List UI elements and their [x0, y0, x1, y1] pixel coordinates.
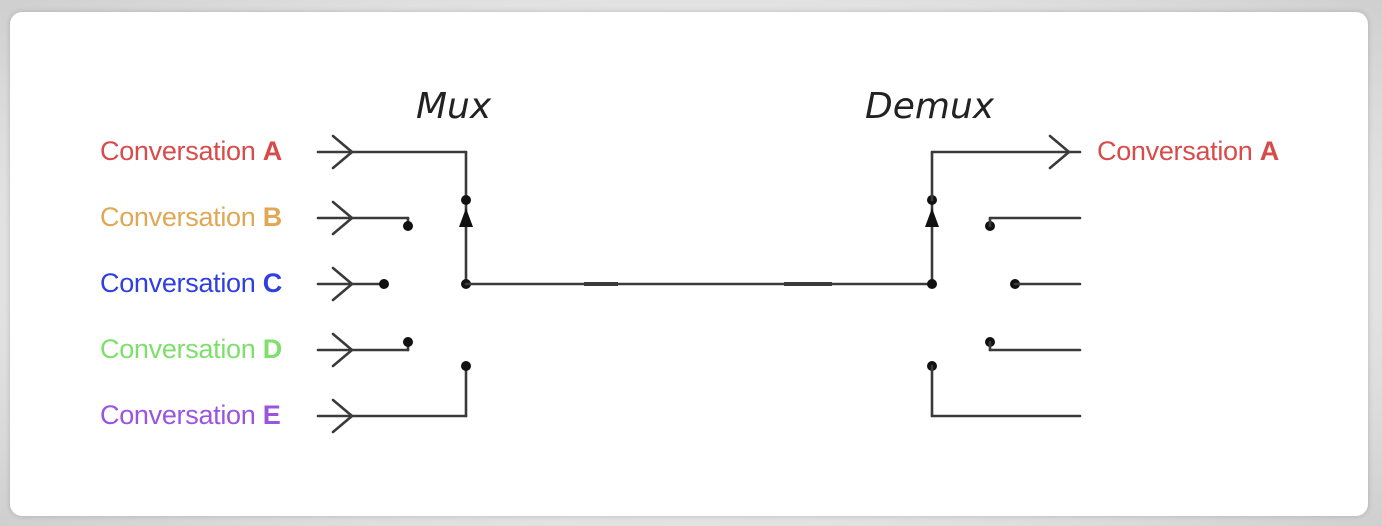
demux-title: Demux	[865, 86, 995, 127]
mux-contact-e	[461, 361, 471, 371]
mux-contact-d	[403, 337, 413, 347]
input-label-d: Conversation D	[100, 334, 282, 364]
mux-contact-a	[461, 195, 471, 205]
input-label-b-letter: B	[263, 202, 282, 232]
output-wires	[930, 134, 1082, 418]
input-label-a-letter: A	[263, 136, 282, 166]
input-label-c: Conversation C	[100, 268, 282, 298]
input-label-c-text: Conversation	[100, 268, 263, 298]
input-label-b-text: Conversation	[100, 202, 263, 232]
input-label-d-letter: D	[263, 334, 282, 364]
mux-contact-b	[403, 221, 413, 231]
input-label-a: Conversation A	[100, 136, 282, 166]
output-label-a-letter: A	[1260, 136, 1279, 166]
output-label-a: Conversation A	[1097, 136, 1279, 166]
diagram-card	[10, 12, 1368, 516]
mux-title: Mux	[416, 86, 492, 127]
output-arrow-a	[1048, 134, 1072, 170]
input-label-e-letter: E	[263, 400, 281, 430]
input-label-a-text: Conversation	[100, 136, 263, 166]
input-label-e: Conversation E	[100, 400, 280, 430]
input-label-c-letter: C	[263, 268, 282, 298]
demux-switch-arrow	[925, 208, 939, 227]
input-label-d-text: Conversation	[100, 334, 263, 364]
demux-switch	[925, 195, 1020, 371]
mux-contact-c	[379, 279, 389, 289]
input-label-e-text: Conversation	[100, 400, 263, 430]
demux-pivot	[927, 279, 937, 289]
output-label-a-text: Conversation	[1097, 136, 1260, 166]
input-label-b: Conversation B	[100, 202, 282, 232]
mux-switch-arrow	[459, 208, 473, 227]
input-wires	[316, 150, 468, 418]
mux-switch	[379, 195, 473, 371]
